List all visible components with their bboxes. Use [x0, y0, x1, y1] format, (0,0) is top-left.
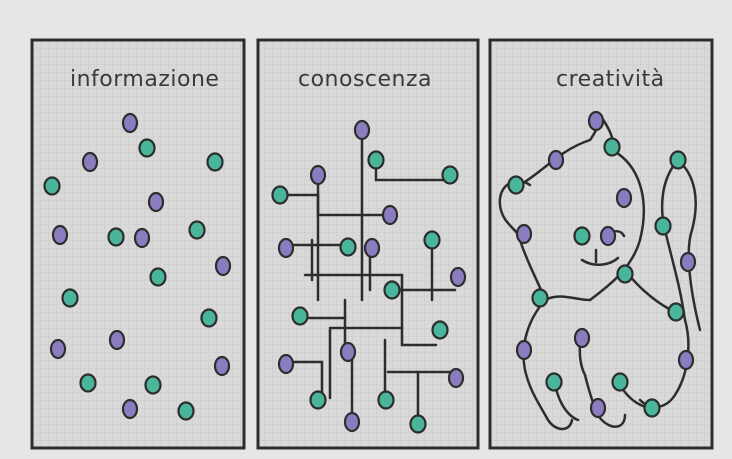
purple-dot: [343, 411, 361, 433]
green-dot: [409, 414, 427, 434]
green-dot: [149, 267, 167, 287]
purple-dot: [81, 151, 99, 173]
purple-dot: [679, 251, 697, 273]
green-dot: [545, 372, 563, 392]
green-dot: [309, 390, 327, 410]
panel-title-informazione: informazione: [70, 67, 220, 92]
purple-dot: [447, 367, 465, 389]
purple-dot: [599, 225, 617, 247]
green-dot: [177, 401, 195, 421]
purple-dot: [108, 329, 126, 351]
purple-dot: [121, 398, 139, 420]
green-dot: [531, 288, 549, 308]
purple-dot: [547, 149, 565, 171]
green-dot: [271, 185, 289, 205]
green-dot: [377, 390, 395, 410]
green-dot: [144, 375, 162, 395]
green-dot: [188, 220, 206, 240]
purple-dot: [381, 204, 399, 226]
green-dot: [654, 216, 672, 236]
purple-dot: [133, 227, 151, 249]
dots-informazione: [43, 112, 232, 421]
green-dot: [611, 372, 629, 392]
purple-dot: [309, 164, 327, 186]
green-dot: [507, 175, 525, 195]
purple-dot: [589, 397, 607, 419]
dots-creativita: [507, 110, 697, 419]
green-dot: [79, 373, 97, 393]
green-dot: [667, 302, 685, 322]
green-dot: [431, 320, 449, 340]
green-dot: [616, 264, 634, 284]
purple-dot: [277, 237, 295, 259]
green-dot: [206, 152, 224, 172]
purple-dot: [449, 266, 467, 288]
purple-dot: [213, 355, 231, 377]
purple-dot: [49, 338, 67, 360]
green-dot: [291, 306, 309, 326]
green-dot: [367, 150, 385, 170]
purple-dot: [51, 224, 69, 246]
purple-dot: [587, 110, 605, 132]
purple-dot: [121, 112, 139, 134]
green-dot: [43, 176, 61, 196]
green-dot: [138, 138, 156, 158]
green-dot: [383, 280, 401, 300]
purple-dot: [615, 187, 633, 209]
purple-dot: [339, 341, 357, 363]
green-dot: [423, 230, 441, 250]
purple-dot: [353, 119, 371, 141]
panel-title-creativita: creatività: [556, 67, 665, 92]
green-dot: [643, 398, 661, 418]
purple-dot: [515, 223, 533, 245]
green-dot: [441, 165, 459, 185]
purple-dot: [363, 237, 381, 259]
purple-dot: [677, 349, 695, 371]
green-dot: [339, 237, 357, 257]
purple-dot: [277, 353, 295, 375]
green-dot: [200, 308, 218, 328]
green-dot: [603, 137, 621, 157]
green-dot: [669, 150, 687, 170]
purple-dot: [214, 255, 232, 277]
dots-conoscenza: [271, 119, 467, 434]
green-dot: [107, 227, 125, 247]
panel-title-conoscenza: conoscenza: [298, 67, 433, 92]
purple-dot: [515, 339, 533, 361]
green-dot: [573, 226, 591, 246]
purple-dot: [573, 327, 591, 349]
purple-dot: [147, 191, 165, 213]
green-dot: [61, 288, 79, 308]
